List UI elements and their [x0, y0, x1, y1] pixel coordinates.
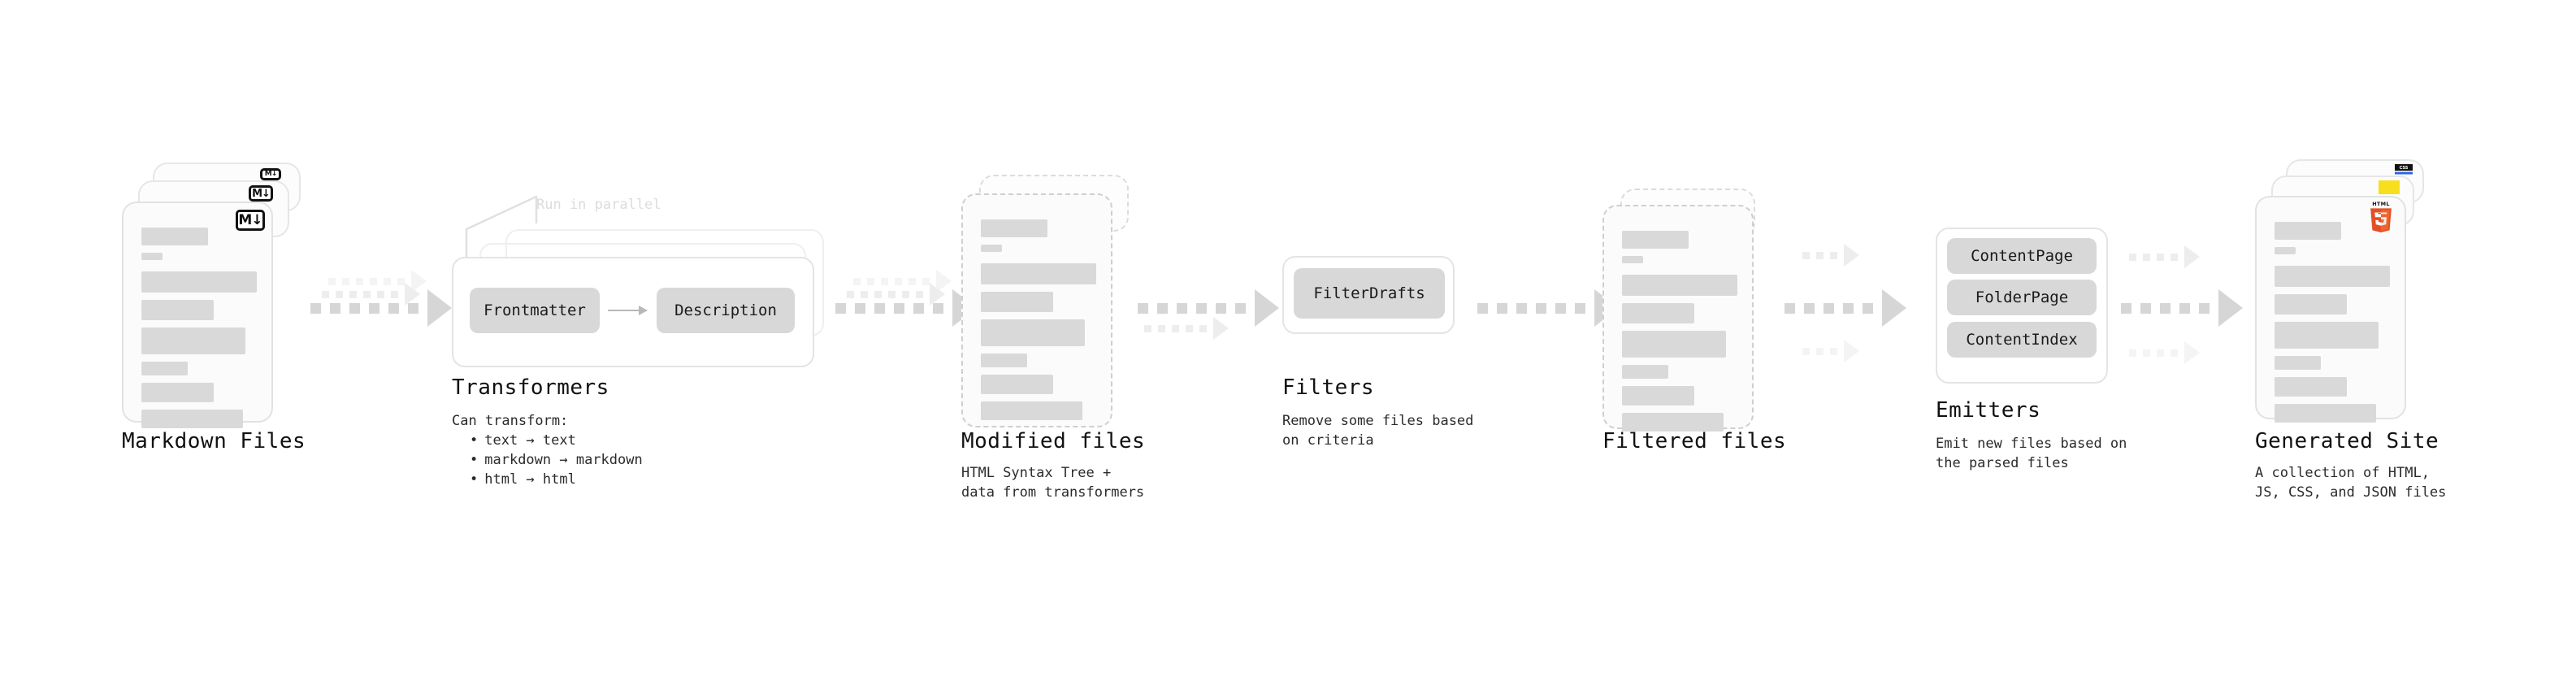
emitters-chip-contentpage[interactable]: ContentPage: [1947, 238, 2097, 274]
arrow-dots: [1785, 302, 1882, 314]
arrow-head: [2184, 245, 2200, 268]
arrow-head: [2184, 341, 2200, 364]
markdown-files-front-card: [122, 202, 273, 428]
transformers-chip-description[interactable]: Description: [657, 288, 795, 333]
markdown-badge-back-label: M: [264, 170, 272, 178]
emitters-chip-folderpage[interactable]: FolderPage: [1947, 280, 2097, 315]
arrow-dots: [322, 290, 405, 298]
markdown-files-card-stack: M↓ M↓ M↓: [122, 163, 301, 428]
arrow-head: [1213, 317, 1229, 340]
arrow-filtered-to-emitters-bottom: [1802, 340, 1859, 362]
html5-badge-icon: HTML: [2370, 201, 2392, 232]
transformers-transform-item: text → text: [458, 431, 643, 450]
arrow-filtered-to-emitters-top: [1802, 244, 1859, 267]
run-in-parallel-label: Run in parallel: [536, 197, 661, 213]
arrow-transformers-to-modified: [835, 289, 977, 327]
markdown-badge-front-label: M: [238, 211, 252, 228]
svg-text:HTML: HTML: [2372, 201, 2390, 207]
run-in-parallel-bracket: [465, 195, 538, 260]
emitters-chip-contentindex[interactable]: ContentIndex: [1947, 322, 2097, 358]
filtered-files-label: Filtered files: [1602, 429, 1787, 453]
generated-site-skeleton-lines: [2275, 222, 2390, 430]
modified-files-label: Modified files: [961, 429, 1146, 453]
markdown-badge-back: M↓: [260, 168, 281, 180]
arrow-dots: [1144, 324, 1213, 332]
modified-files-card-stack: [961, 175, 1140, 435]
svg-text:CSS: CSS: [2400, 166, 2409, 171]
transformers-transform-item: html → html: [458, 470, 643, 489]
arrow-transformers-to-modified-ghost2: [853, 270, 952, 293]
transformers-transform-list: text → text markdown → markdown html → h…: [458, 431, 643, 489]
filters-label: Filters: [1282, 375, 1375, 400]
markdown-badge-mid-arrow: ↓: [262, 187, 271, 200]
generated-site-card-stack: CSS HTML: [2255, 159, 2442, 423]
arrow-head: [930, 283, 945, 306]
transformers-inner-arrow: [608, 306, 648, 315]
arrow-head: [2218, 289, 2243, 327]
arrow-dots: [1802, 347, 1844, 355]
arrow-dots: [847, 290, 930, 298]
arrow-dots: [835, 302, 952, 314]
modified-files-description: HTML Syntax Tree + data from transformer…: [961, 465, 1145, 501]
arrow-markdown-to-transformers-ghost1: [322, 283, 420, 306]
arrow-transformers-to-modified-ghost1: [847, 283, 945, 306]
arrow-modified-to-filters: [1138, 289, 1279, 327]
generated-site-description: A collection of HTML, JS, CSS, and JSON …: [2255, 465, 2447, 501]
arrow-dots: [328, 277, 411, 285]
markdown-files-skeleton-lines: [141, 228, 257, 436]
emitters-description: Emit new files based on the parsed files: [1936, 436, 2127, 471]
js-badge-icon: [2379, 180, 2400, 194]
filtered-files-skeleton-lines: [1622, 231, 1737, 439]
arrow-dots: [2121, 302, 2218, 314]
modified-files-skeleton-lines: [981, 219, 1096, 427]
markdown-badge-mid: M↓: [249, 185, 273, 202]
transformers-group-stack: Frontmatter Description: [452, 229, 834, 367]
modified-files-front-card: [961, 193, 1112, 427]
filters-chip-filterdrafts[interactable]: FilterDrafts: [1294, 268, 1445, 319]
transformers-label: Transformers: [452, 375, 609, 400]
markdown-badge-back-arrow: ↓: [271, 170, 277, 178]
arrow-emitters-to-site-top: [2129, 245, 2200, 268]
arrow-head: [1255, 289, 1279, 327]
arrow-head: [1882, 289, 1906, 327]
arrow-dots: [853, 277, 936, 285]
arrow-filters-to-filtered: [1477, 289, 1619, 327]
markdown-badge-mid-label: M: [252, 187, 262, 200]
arrow-emitters-to-site-mid: [2121, 289, 2243, 327]
css-badge-icon: CSS: [2395, 164, 2413, 175]
filtered-files-card-stack: [1602, 189, 1781, 449]
generated-site-front-card: [2255, 196, 2406, 423]
filters-description: Remove some files based on criteria: [1282, 413, 1474, 449]
arrow-dots: [310, 302, 427, 314]
generated-site-label: Generated Site: [2255, 429, 2439, 453]
arrow-dots: [1477, 302, 1594, 314]
arrow-markdown-to-transformers: [310, 289, 452, 327]
arrow-modified-to-filters-ghost1: [1144, 317, 1229, 340]
markdown-badge-front: M↓: [236, 210, 265, 231]
arrow-head: [427, 289, 452, 327]
arrow-dots: [1138, 302, 1255, 314]
emitters-label: Emitters: [1936, 398, 2041, 423]
arrow-dots: [1802, 251, 1844, 259]
arrow-dots: [2129, 253, 2184, 261]
arrow-head: [1844, 340, 1859, 362]
arrow-emitters-to-site-bottom: [2129, 341, 2200, 364]
transformers-chip-frontmatter[interactable]: Frontmatter: [470, 288, 600, 333]
arrow-filtered-to-emitters-mid: [1785, 289, 1906, 327]
transformers-transform-item: markdown → markdown: [458, 450, 642, 470]
markdown-badge-front-arrow: ↓: [251, 211, 262, 228]
filtered-files-front-card: [1602, 205, 1754, 432]
transformers-desc-intro: Can transform:: [452, 413, 569, 429]
markdown-files-label: Markdown Files: [122, 429, 306, 453]
arrow-head: [405, 283, 420, 306]
arrow-head: [1844, 244, 1859, 267]
arrow-dots: [2129, 349, 2184, 357]
